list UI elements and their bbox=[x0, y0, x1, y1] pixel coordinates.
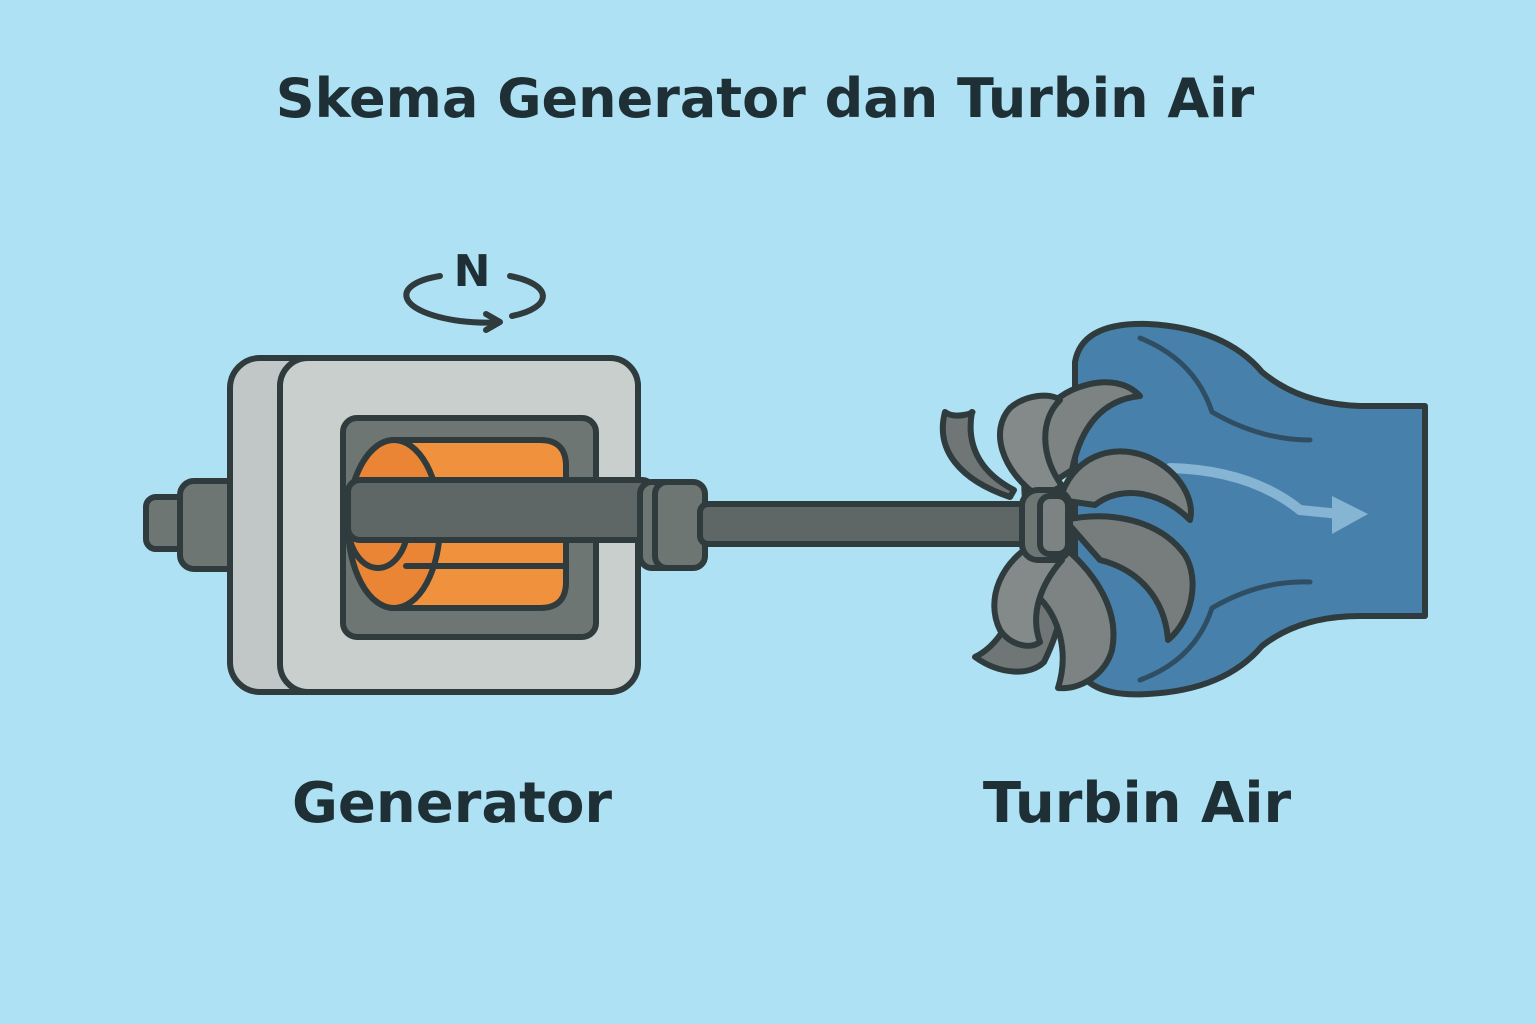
page-title: Skema Generator dan Turbin Air bbox=[276, 67, 1255, 130]
generator-label: Generator bbox=[292, 771, 612, 836]
water-pipe bbox=[1072, 320, 1428, 698]
pole-label-n: N bbox=[454, 246, 491, 297]
main-shaft bbox=[697, 501, 1048, 547]
turbine-label: Turbin Air bbox=[983, 771, 1292, 836]
turbine-runner bbox=[939, 379, 1196, 692]
rotation-arrow-icon bbox=[403, 273, 546, 333]
shaft-coupling bbox=[637, 479, 708, 571]
inner-shaft bbox=[345, 477, 657, 543]
flow-arrow-icon bbox=[1165, 463, 1368, 534]
